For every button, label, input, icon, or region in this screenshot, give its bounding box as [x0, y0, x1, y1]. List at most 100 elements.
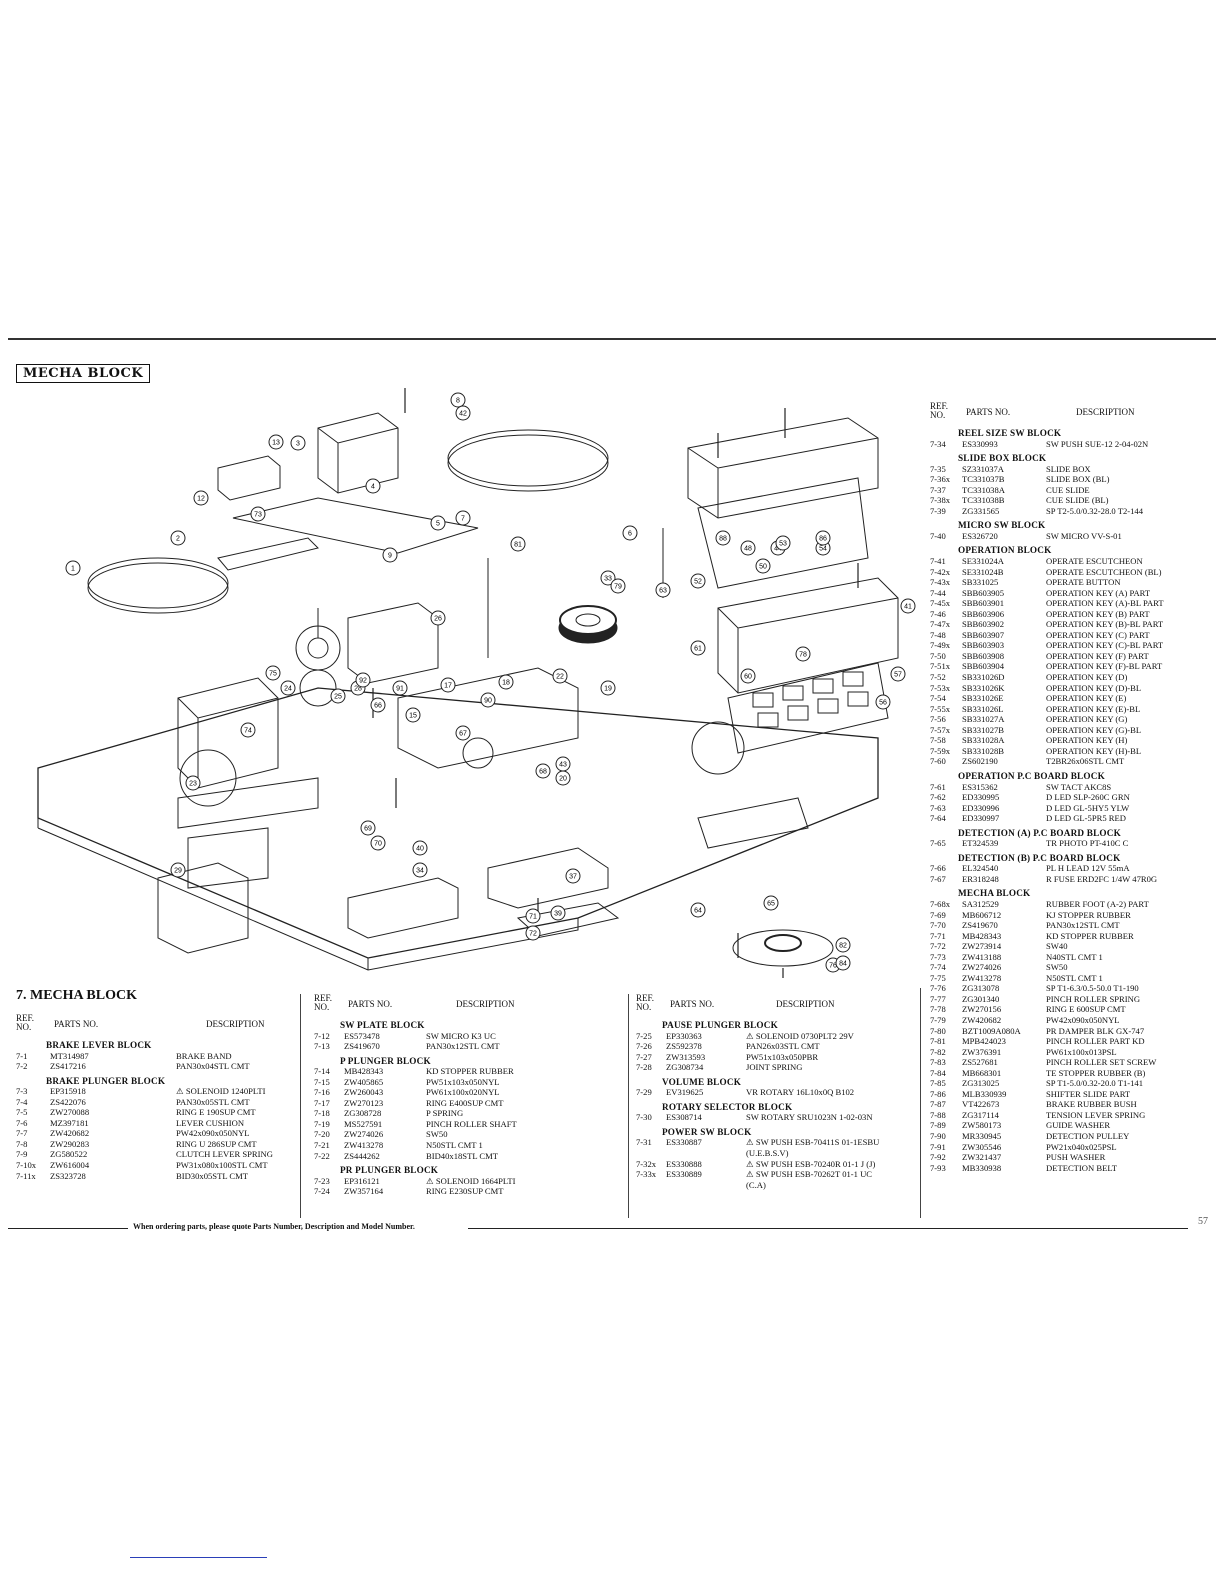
group-title: REEL SIZE SW BLOCK [958, 428, 1062, 438]
parts-no: ES308714 [666, 1112, 702, 1123]
callout-number: 69 [364, 826, 372, 833]
callout-6: 6 [622, 525, 638, 541]
ref-no: 7-38x [930, 495, 951, 506]
callout-number: 3 [296, 441, 300, 448]
parts-no: ZW413278 [962, 972, 1002, 983]
callout-20: 20 [555, 770, 571, 786]
callout-69: 69 [360, 820, 376, 836]
parts-no: TC331038A [962, 484, 1005, 495]
callout-number: 54 [819, 546, 827, 553]
callout-number: 65 [767, 901, 775, 908]
callout-42: 42 [455, 405, 471, 421]
callout-63: 63 [655, 582, 671, 598]
description: CUE SLIDE (BL) [1046, 495, 1109, 506]
callout-1: 1 [65, 560, 81, 576]
parts-no: EP330363 [666, 1030, 702, 1041]
description: PAN30x04STL CMT [176, 1061, 250, 1072]
parts-no: SBB603906 [962, 608, 1005, 619]
callout-number: 76 [829, 963, 837, 970]
description: VR ROTARY 16L10x0Q B102 [746, 1087, 855, 1098]
callout-number: 22 [556, 674, 564, 681]
callout-88: 88 [715, 530, 731, 546]
callout-number: 64 [694, 908, 702, 915]
ref-no: 7-58 [930, 735, 946, 746]
callout-number: 73 [254, 512, 262, 519]
ref-no: 7-87 [930, 1099, 946, 1110]
ref-no: 7-88 [930, 1109, 946, 1120]
column-divider [628, 994, 629, 1218]
ref-no: 7-80 [930, 1025, 946, 1036]
ref-no: 7-34 [930, 438, 946, 449]
ref-no: 7-70 [930, 920, 946, 931]
callout-number: 60 [744, 674, 752, 681]
parts-no: ZS419670 [962, 920, 998, 931]
ref-no: 7-66 [930, 863, 946, 874]
parts-no: ZW420682 [50, 1128, 90, 1139]
description: OPERATION KEY (G)-BL [1046, 724, 1142, 735]
callout-number: 71 [529, 914, 537, 921]
group-title: P PLUNGER BLOCK [340, 1055, 431, 1066]
parts-no: MLB330939 [962, 1088, 1007, 1099]
description: DETECTION BELT [1046, 1162, 1118, 1173]
description: SW40 [1046, 941, 1068, 952]
callout-73: 73 [250, 506, 266, 522]
callout-number: 90 [484, 698, 492, 705]
description: PW31x080x100STL CMT [176, 1160, 268, 1171]
ref-no: 7-13 [314, 1041, 330, 1052]
description: R FUSE ERD2FC 1/4W 47R0G [1046, 873, 1158, 884]
ref-no: 7-10x [16, 1160, 37, 1171]
description: OPERATION KEY (F)-BL PART [1046, 661, 1163, 672]
parts-no: SBB603902 [962, 619, 1005, 630]
callout-15: 15 [405, 707, 421, 723]
ref-no: 7-51x [930, 661, 951, 672]
ref-no: 7-1 [16, 1050, 28, 1061]
ref-no: 7-56 [930, 714, 946, 725]
ref-no: 7-84 [930, 1067, 946, 1078]
ref-no: 7-91 [930, 1141, 946, 1152]
ref-no: 7-49x [930, 640, 951, 651]
callout-8: 8 [450, 392, 466, 408]
description: ⚠ SOLENOID 0730PLT2 29V [746, 1030, 854, 1041]
column-header: REF.NO.PARTS NO.DESCRIPTION [16, 1014, 296, 1036]
parts-no: ES573478 [344, 1030, 380, 1041]
ref-no: 7-76 [930, 983, 946, 994]
column-header: REF.NO.PARTS NO.DESCRIPTION [636, 994, 918, 1016]
description: SW50 [426, 1129, 448, 1140]
callout-78: 78 [795, 646, 811, 662]
description: OPERATION KEY (F) PART [1046, 650, 1149, 661]
description: TR PHOTO PT-410C C [1046, 838, 1129, 849]
description: OPERATION KEY (D)-BL [1046, 682, 1142, 693]
group-title: PR PLUNGER BLOCK [340, 1165, 439, 1176]
page-number: 57 [1198, 1216, 1208, 1227]
parts-no: MS527591 [344, 1118, 383, 1129]
callout-61: 61 [690, 640, 706, 656]
callout-39: 39 [550, 905, 566, 921]
parts-no: SB331025 [962, 577, 999, 588]
callout-number: 68 [539, 769, 547, 776]
callout-number: 17 [444, 683, 452, 690]
description: LEVER CUSHION [176, 1117, 245, 1128]
parts-no: ZW290283 [50, 1138, 90, 1149]
callout-48: 48 [740, 540, 756, 556]
parts-no: SBB603904 [962, 661, 1005, 672]
callout-number: 2 [176, 536, 180, 543]
description: RING E230SUP CMT [426, 1186, 504, 1197]
parts-no: ES330889 [666, 1169, 702, 1180]
callout-79: 79 [610, 578, 626, 594]
parts-no: ZW413278 [344, 1140, 384, 1151]
